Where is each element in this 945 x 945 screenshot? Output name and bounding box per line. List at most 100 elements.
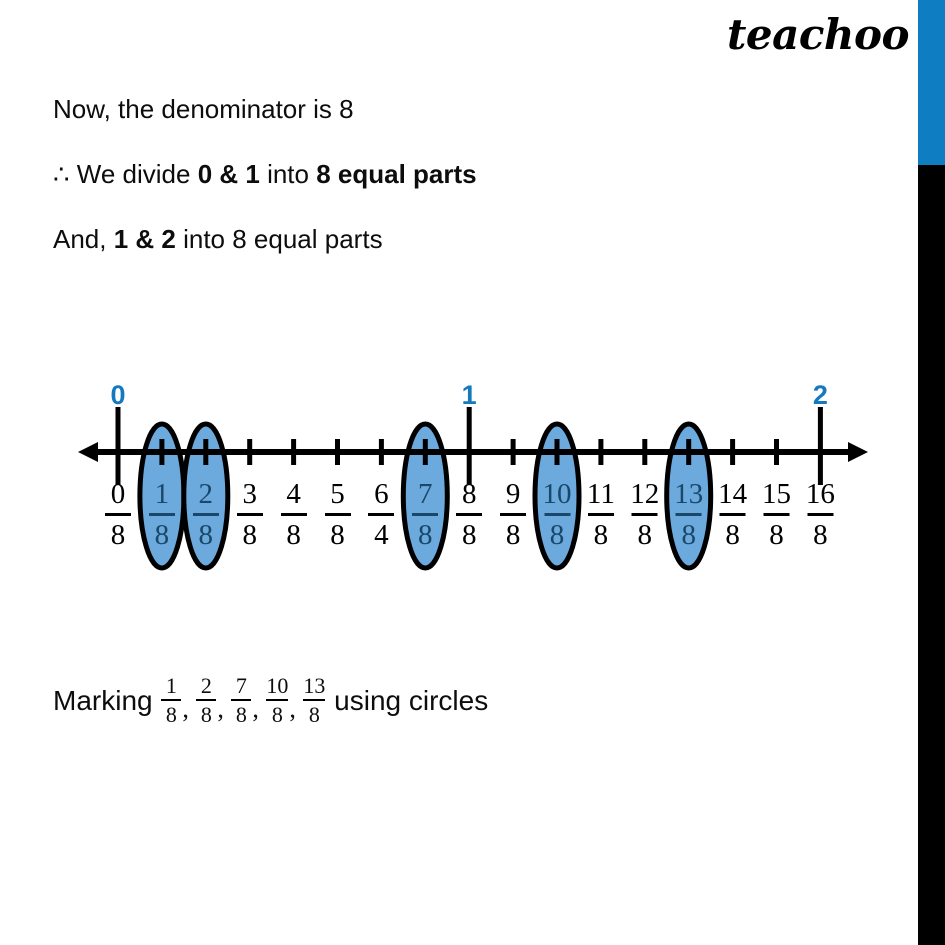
fraction-numerator: 9 (505, 478, 521, 510)
fraction-numerator: 13 (674, 478, 704, 510)
axis-endpoint-label-2: 2 (812, 380, 828, 410)
fraction-bar (236, 513, 263, 516)
fraction-bar (719, 513, 746, 516)
fraction-numerator: 1 (165, 673, 177, 698)
fraction-denominator: 8 (242, 519, 257, 551)
fraction-denominator: 8 (461, 519, 477, 551)
fraction-numerator: 6 (374, 478, 389, 510)
fraction-bar (192, 513, 219, 516)
fraction-bar (105, 513, 131, 516)
fraction-bar (231, 699, 252, 701)
axis-right-arrow-icon (848, 442, 868, 462)
fraction-bar (587, 513, 614, 516)
emphasis-text: 0 & 1 (197, 159, 260, 189)
fraction-numerator: 14 (718, 478, 748, 510)
fraction-bar (500, 513, 527, 516)
fraction-bar (763, 513, 790, 516)
fraction-separator: , (252, 694, 266, 723)
fraction-denominator: 8 (198, 519, 214, 551)
fraction-bar (303, 699, 326, 701)
fraction-denominator: 8 (725, 519, 740, 551)
highlight-ellipse (664, 421, 714, 571)
highlight-ellipse (400, 421, 450, 571)
fraction-numerator: 2 (198, 478, 214, 510)
fraction-separator: , (289, 694, 303, 723)
fraction-bar (412, 513, 439, 516)
edge-accent-bar-black (918, 165, 945, 945)
fraction-denominator: 8 (681, 519, 696, 551)
text-line-divide-zero-one: ∴ We divide 0 & 1 into 8 equal parts (53, 160, 477, 189)
plain-text: into (259, 159, 317, 189)
axis-endpoint-label-1: 1 (461, 380, 477, 410)
fraction-separator: , (182, 694, 196, 723)
fraction-denominator: 8 (154, 519, 170, 551)
text-line-denominator: Now, the denominator is 8 (53, 95, 354, 124)
teachoo-logo: teachoo (727, 10, 909, 59)
fraction-bar (324, 513, 351, 516)
fraction-numerator: 1 (154, 478, 170, 510)
fraction-denominator: 8 (235, 702, 247, 727)
emphasis-text: 1 & 2 (113, 224, 176, 254)
fraction-numerator: 4 (286, 478, 301, 510)
highlight-ellipse-group (137, 421, 714, 571)
fraction-denominator: 8 (286, 519, 301, 551)
marking-suffix: using circles (326, 684, 489, 716)
fraction-denominator: 8 (593, 519, 609, 551)
fraction-numerator: 7 (418, 478, 433, 510)
fraction-bar (675, 513, 702, 516)
fraction-denominator: 8 (549, 519, 565, 551)
plain-text: And, (53, 224, 114, 254)
fraction-denominator: 8 (330, 519, 345, 551)
fraction-numerator: 0 (110, 478, 126, 510)
fraction-bar (148, 513, 175, 516)
fraction-numerator: 15 (762, 478, 791, 510)
fraction-numerator: 5 (330, 478, 345, 510)
fraction-denominator: 8 (165, 702, 177, 727)
highlight-ellipse (532, 421, 582, 571)
fraction-bar (196, 699, 217, 701)
fraction-denominator: 8 (308, 702, 320, 727)
fraction-denominator: 4 (374, 519, 389, 551)
fraction-numerator: 10 (266, 673, 289, 698)
fraction-numerator: 11 (586, 478, 615, 510)
axis-left-arrow-icon (78, 442, 98, 462)
number-line-graphic (78, 407, 868, 571)
edge-accent-bar-blue (918, 0, 945, 165)
fraction-numerator: 13 (303, 673, 326, 698)
marking-prefix: Marking (53, 684, 161, 716)
fraction-denominator: 8 (813, 519, 828, 551)
fraction-denominator: 8 (200, 702, 212, 727)
text-line-divide-one-two: And, 1 & 2 into 8 equal parts (53, 225, 383, 254)
fraction-numerator: 2 (200, 673, 212, 698)
fraction-denominator: 8 (418, 519, 433, 551)
fraction-bar (544, 513, 570, 516)
fraction-denominator: 8 (110, 519, 126, 551)
fraction-numerator: 7 (235, 673, 247, 698)
fraction-separator: , (217, 694, 231, 723)
fraction-numerator: 10 (542, 478, 572, 510)
fraction-bar (368, 513, 395, 516)
emphasis-text: 8 equal parts (316, 159, 477, 189)
fraction-bar (266, 699, 289, 701)
plain-text: ∴ We divide (53, 159, 198, 189)
fraction-bar (631, 513, 658, 516)
